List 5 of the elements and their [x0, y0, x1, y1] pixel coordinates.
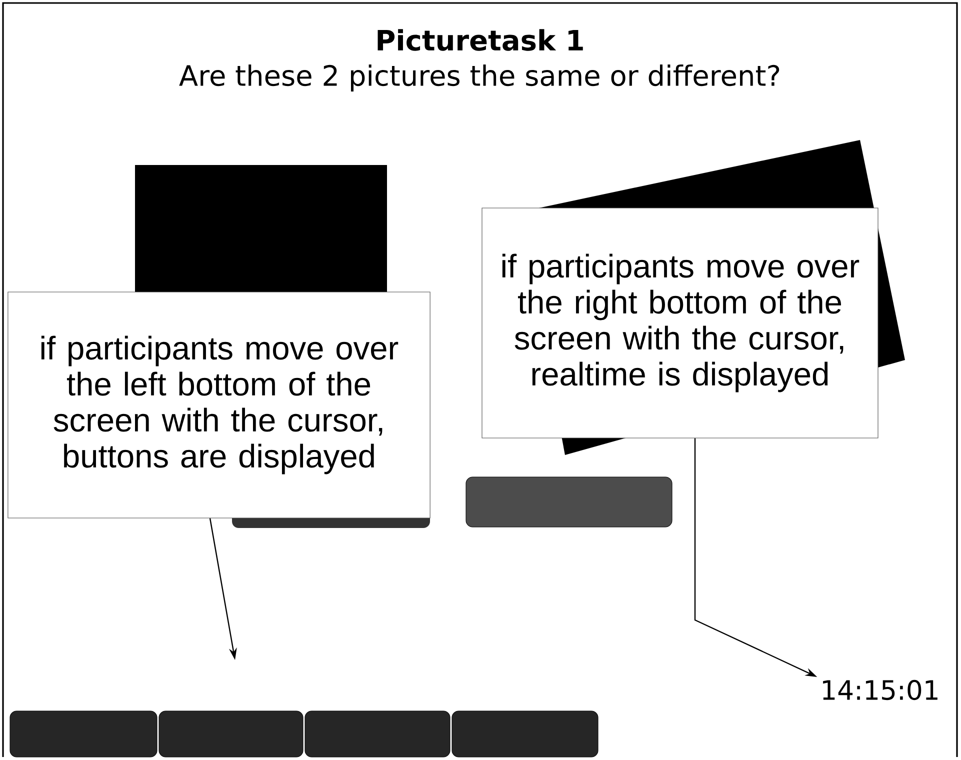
title: Picturetask 1 [378, 29, 583, 51]
callout-box: if participants move over the left bottom of the screen with the cursor, buttons are displayed [8, 292, 430, 518]
callout-box: if participants move over the right bottom of the screen with the cursor, realtime is displayed [482, 208, 878, 438]
time-text: 14:15:01 [823, 680, 938, 700]
subtitle: Are these 2 pictures the same or different? [179, 64, 780, 92]
